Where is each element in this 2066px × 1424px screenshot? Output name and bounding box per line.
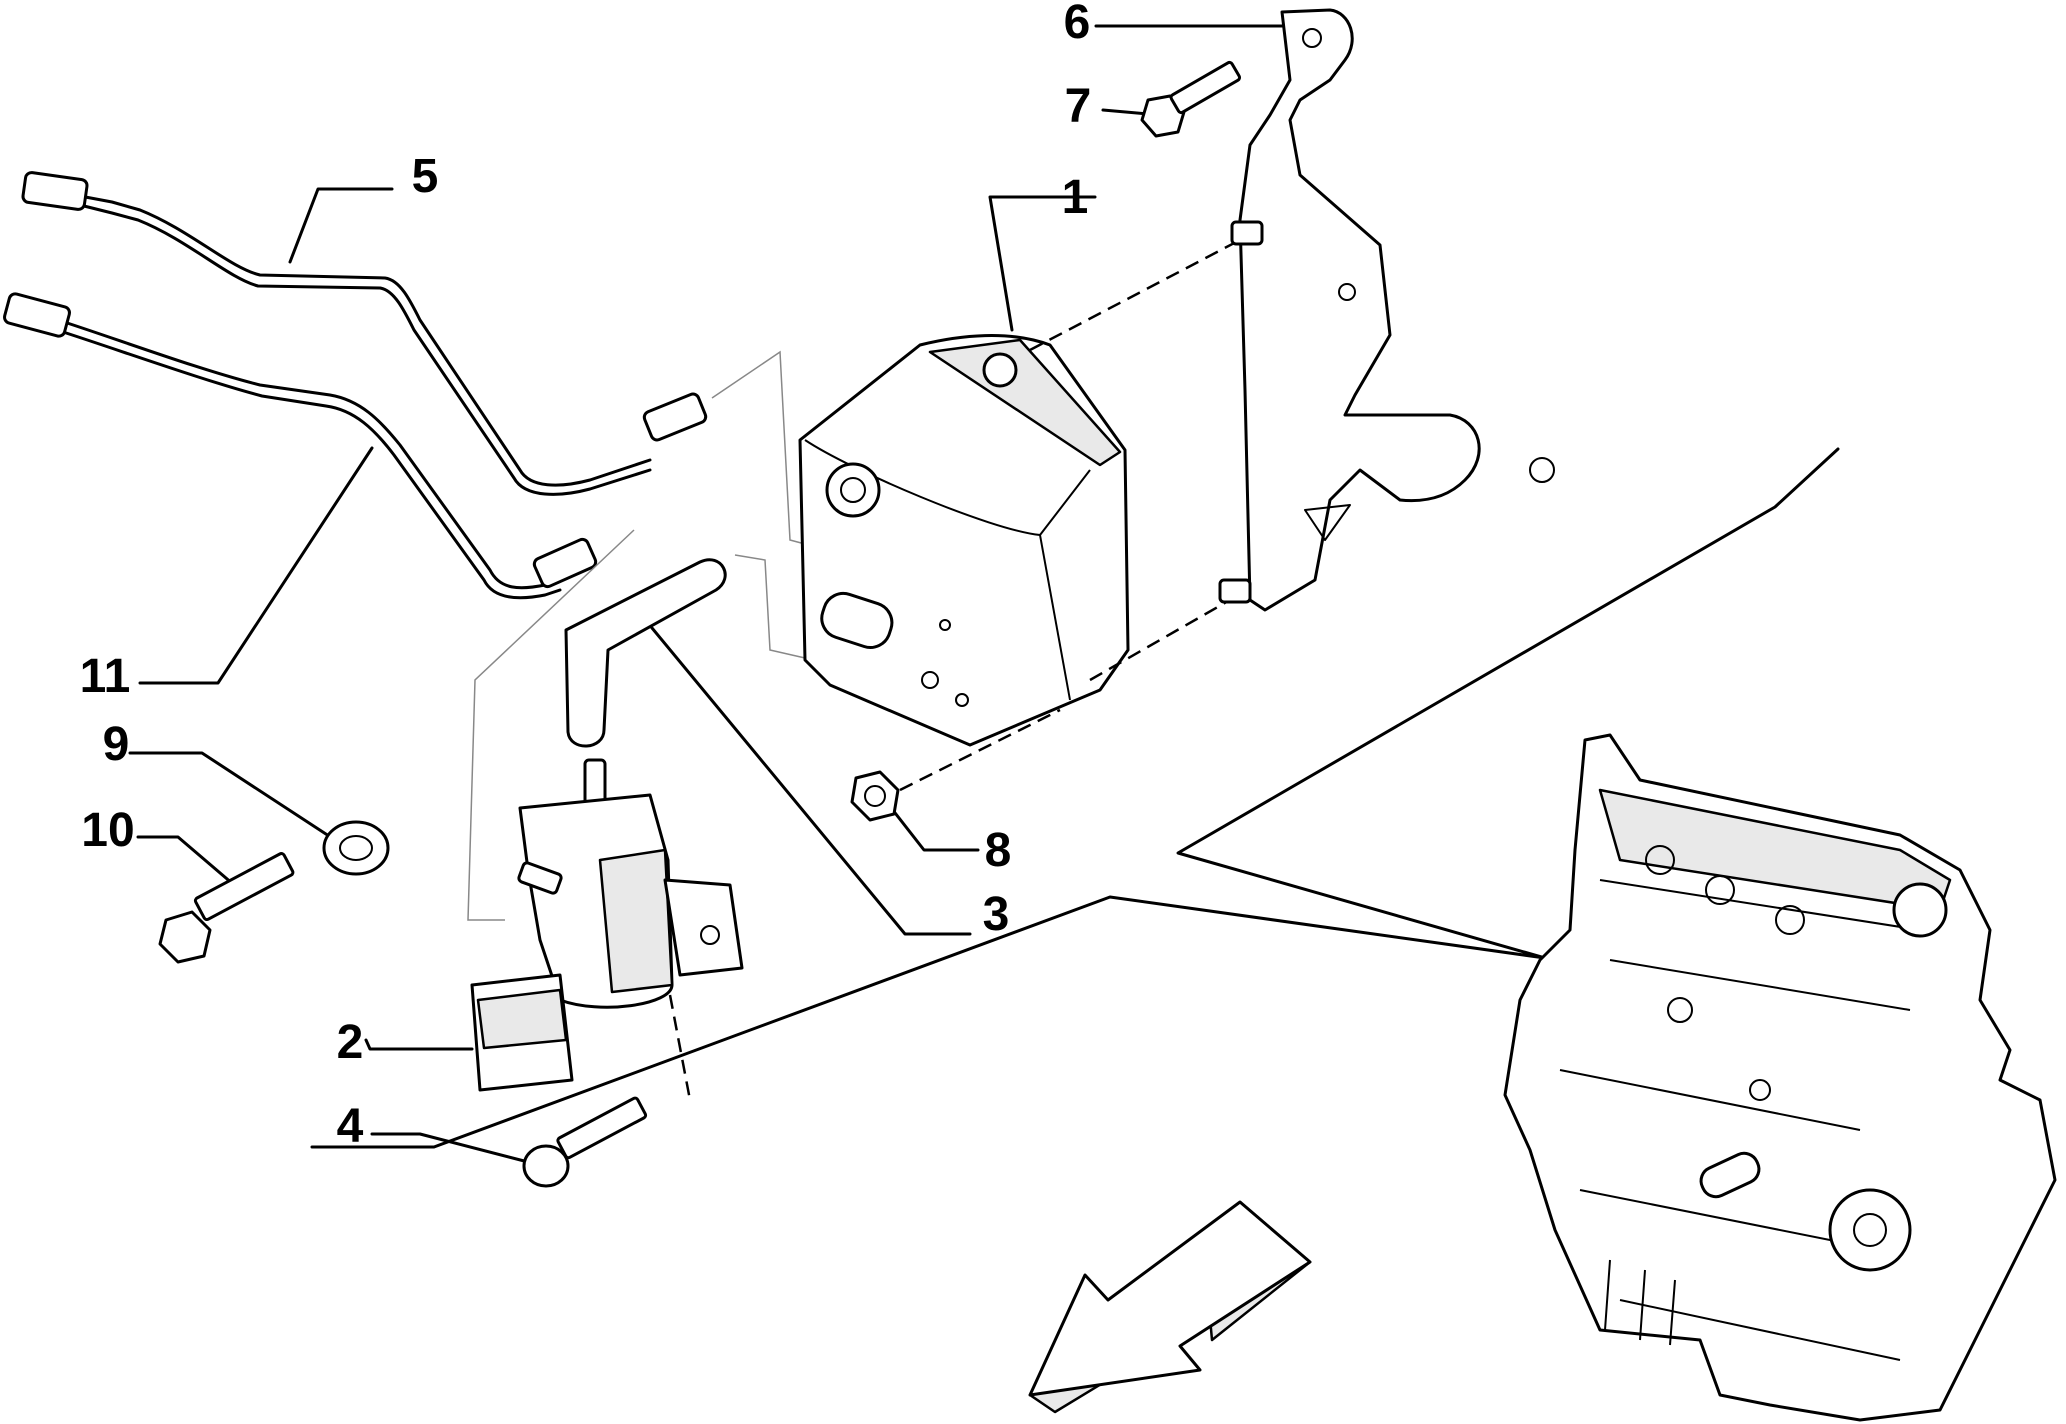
hose-pipe-11 (3, 292, 598, 600)
callout-2: 2 (337, 1016, 364, 1069)
callout-5: 5 (412, 150, 439, 203)
screw-4 (522, 1096, 648, 1188)
callout-4: 4 (337, 1100, 364, 1153)
engine-block-icon (1503, 733, 2057, 1422)
callout-8: 8 (985, 824, 1012, 877)
callout-1: 1 (1062, 171, 1089, 224)
bolt-7 (1140, 60, 1242, 138)
nut-8 (850, 770, 900, 822)
hose-pipe-5 (21, 171, 708, 496)
bracket-6 (1218, 8, 1555, 612)
callout-6: 6 (1064, 0, 1091, 49)
washer-9 (322, 820, 390, 876)
alignment-dashes (668, 238, 1241, 1101)
solenoid-valve-2 (470, 758, 744, 1092)
callout-11: 11 (80, 650, 131, 703)
elbow-hose-3 (564, 558, 727, 748)
callout-labels: 1 2 3 4 5 6 7 8 9 10 11 (80, 0, 1092, 1153)
callout-7: 7 (1065, 80, 1092, 133)
callout-10: 10 (81, 804, 134, 857)
callout-9: 9 (103, 718, 130, 771)
bolt-10 (158, 852, 295, 964)
canister-1 (798, 334, 1130, 747)
callout-3: 3 (983, 888, 1010, 941)
direction-arrow-icon (1028, 1200, 1312, 1414)
